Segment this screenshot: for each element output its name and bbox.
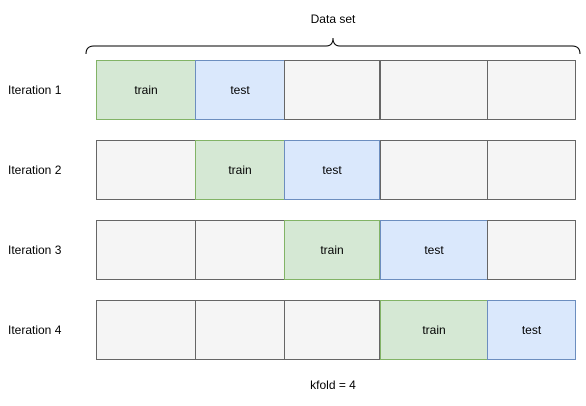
iteration-3-label: Iteration 3	[8, 243, 62, 257]
iteration-2-row: train test	[96, 140, 576, 200]
iteration-4-fold-4: train	[380, 300, 488, 360]
dataset-brace	[85, 37, 581, 55]
iteration-3-fold-1	[96, 220, 196, 280]
iteration-1-fold-3	[284, 60, 380, 120]
iteration-3-fold-2	[195, 220, 285, 280]
iteration-4-fold-5: test	[487, 300, 576, 360]
iteration-3-fold-4: test	[380, 220, 488, 280]
iteration-4-row: train test	[96, 300, 576, 360]
iteration-1-fold-2: test	[195, 60, 285, 120]
iteration-2-fold-4	[380, 140, 488, 200]
iteration-4-fold-2	[195, 300, 285, 360]
iteration-1-label: Iteration 1	[8, 83, 62, 97]
iteration-1-fold-5	[487, 60, 576, 120]
iteration-4-fold-3	[284, 300, 380, 360]
iteration-2-fold-1	[96, 140, 196, 200]
iteration-2-fold-2: train	[195, 140, 285, 200]
iteration-3-fold-5	[487, 220, 576, 280]
iteration-4-fold-1	[96, 300, 196, 360]
iteration-2-fold-3: test	[284, 140, 380, 200]
iteration-1-fold-1: train	[96, 60, 196, 120]
iteration-4-label: Iteration 4	[8, 323, 62, 337]
iteration-3-row: train test	[96, 220, 576, 280]
iteration-3-fold-3: train	[284, 220, 380, 280]
dataset-title: Data set	[310, 12, 356, 26]
kfold-label: kfold = 4	[310, 378, 356, 392]
iteration-1-row: train test	[96, 60, 576, 120]
iteration-2-label: Iteration 2	[8, 163, 62, 177]
iteration-1-fold-4	[380, 60, 488, 120]
iteration-2-fold-5	[487, 140, 576, 200]
